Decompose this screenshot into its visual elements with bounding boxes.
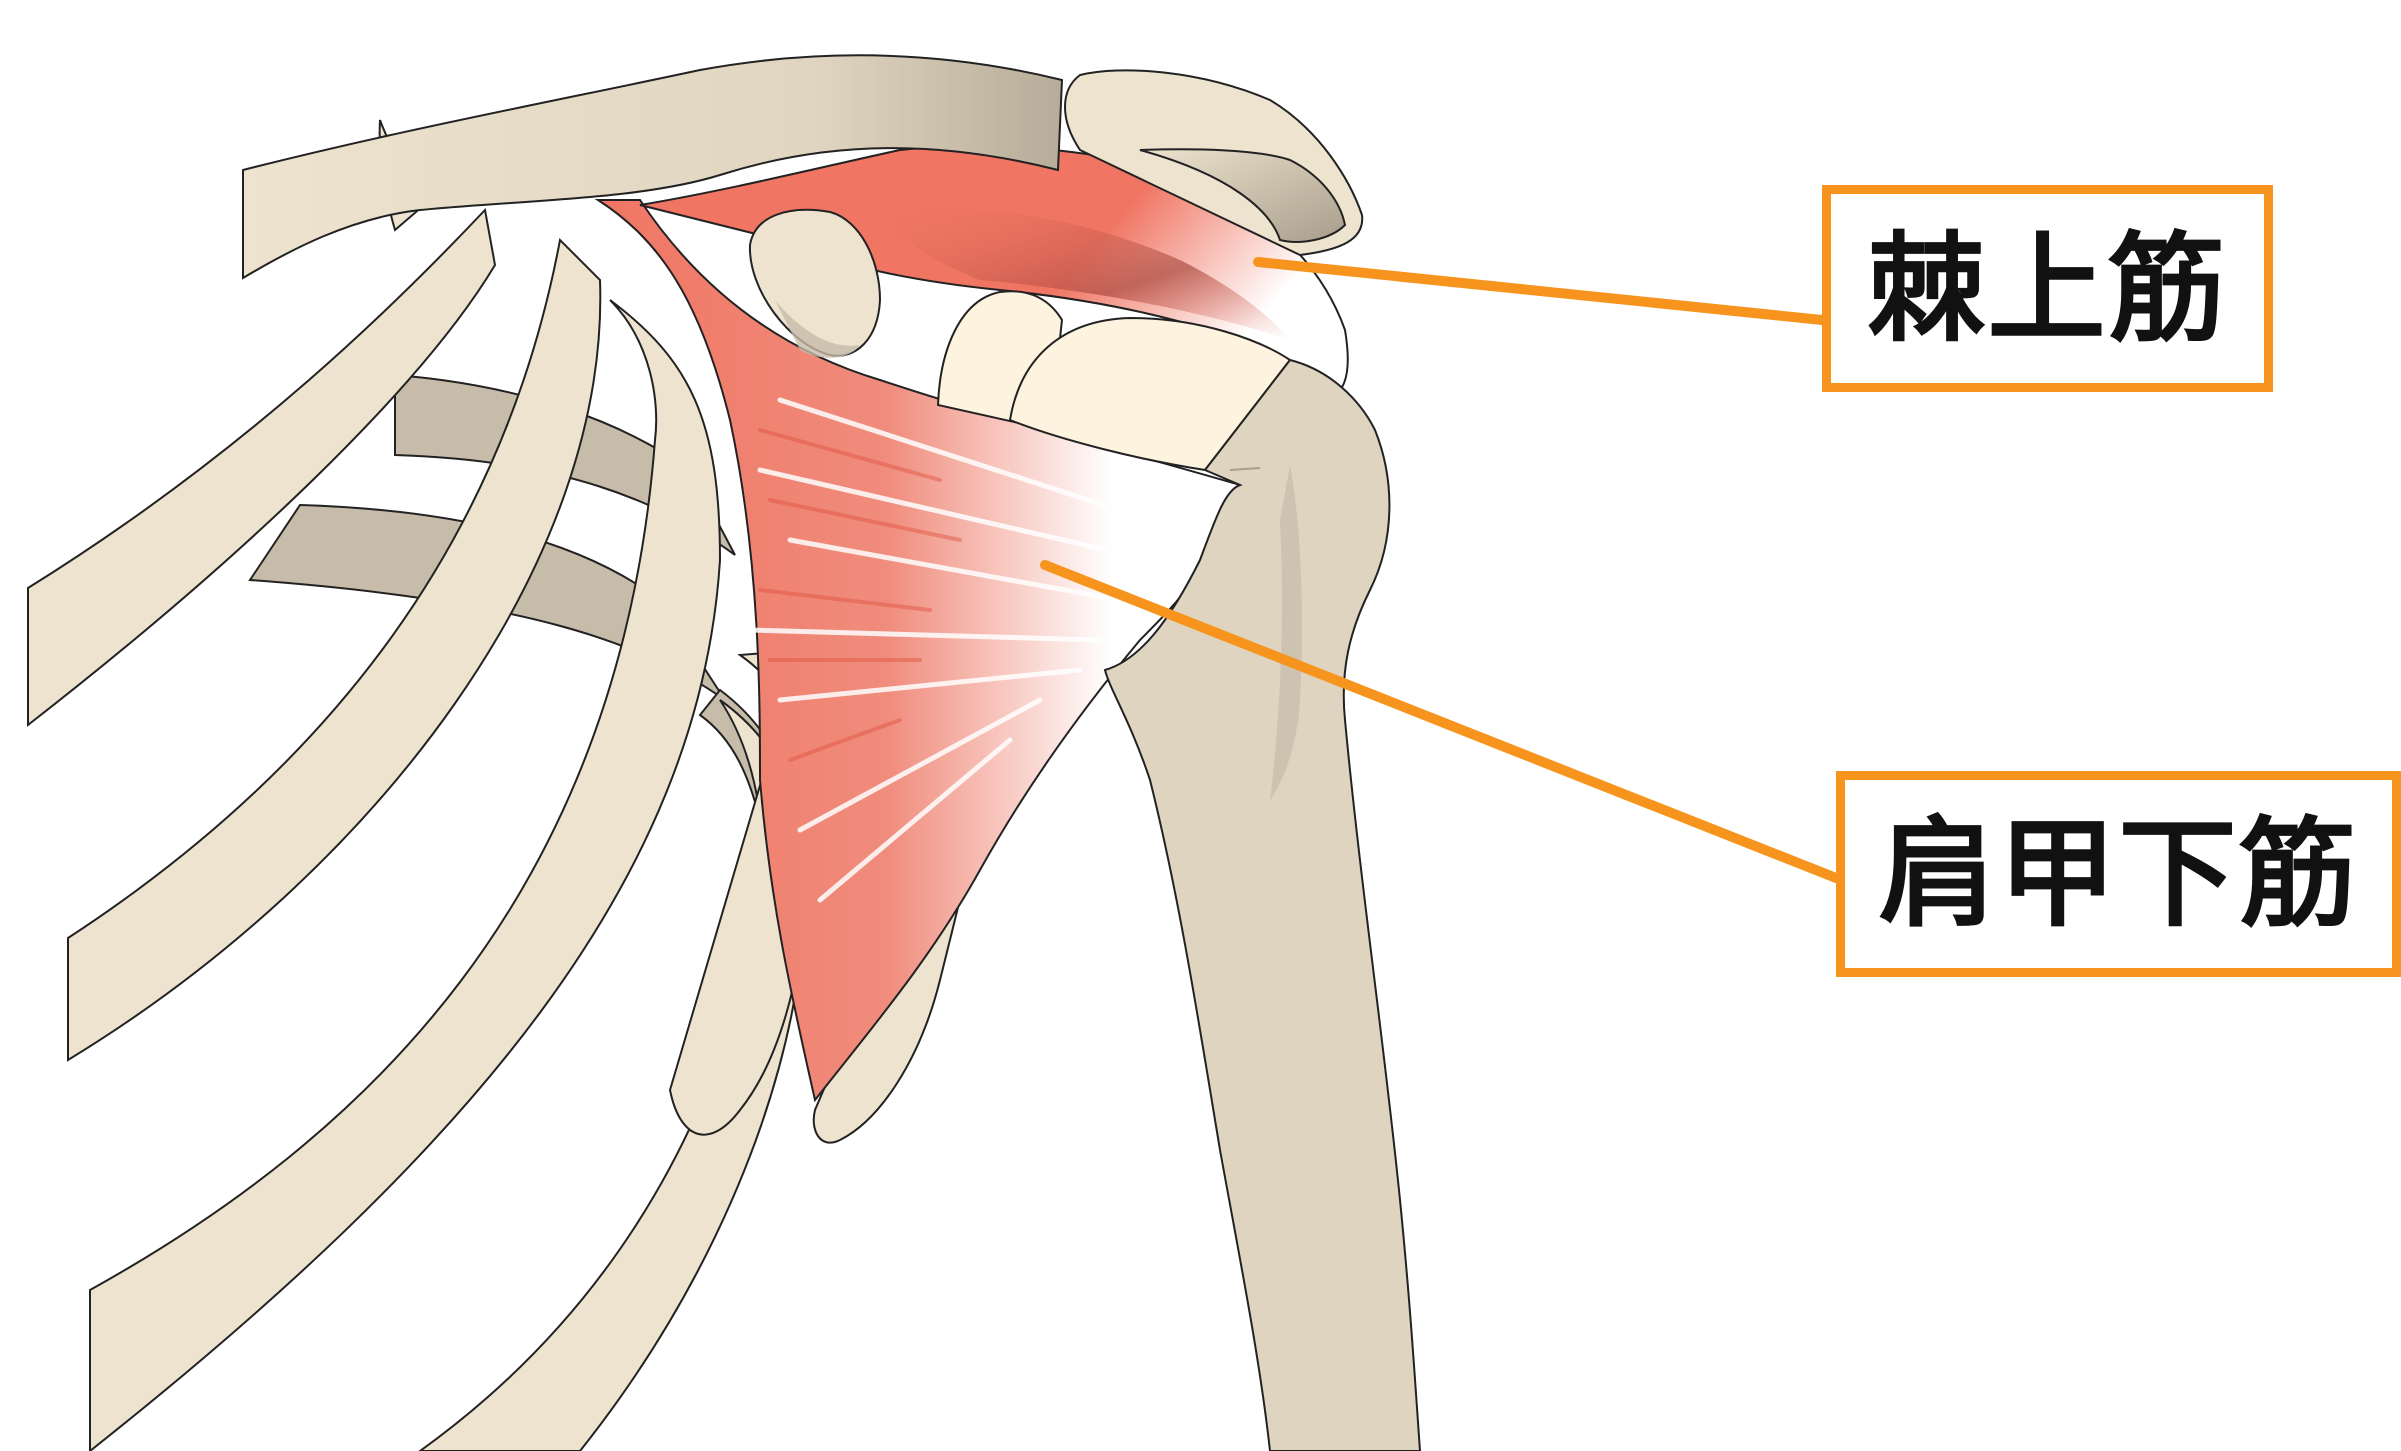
leader-line-supraspinatus — [1258, 262, 1822, 320]
supraspinatus-label: 棘上筋 — [1822, 185, 2273, 392]
supraspinatus-label-text: 棘上筋 — [1867, 230, 2227, 348]
ribs — [28, 120, 806, 1451]
subscapularis-label: 肩甲下筋 — [1836, 771, 2401, 977]
subscapularis-label-text: 肩甲下筋 — [1878, 815, 2358, 933]
